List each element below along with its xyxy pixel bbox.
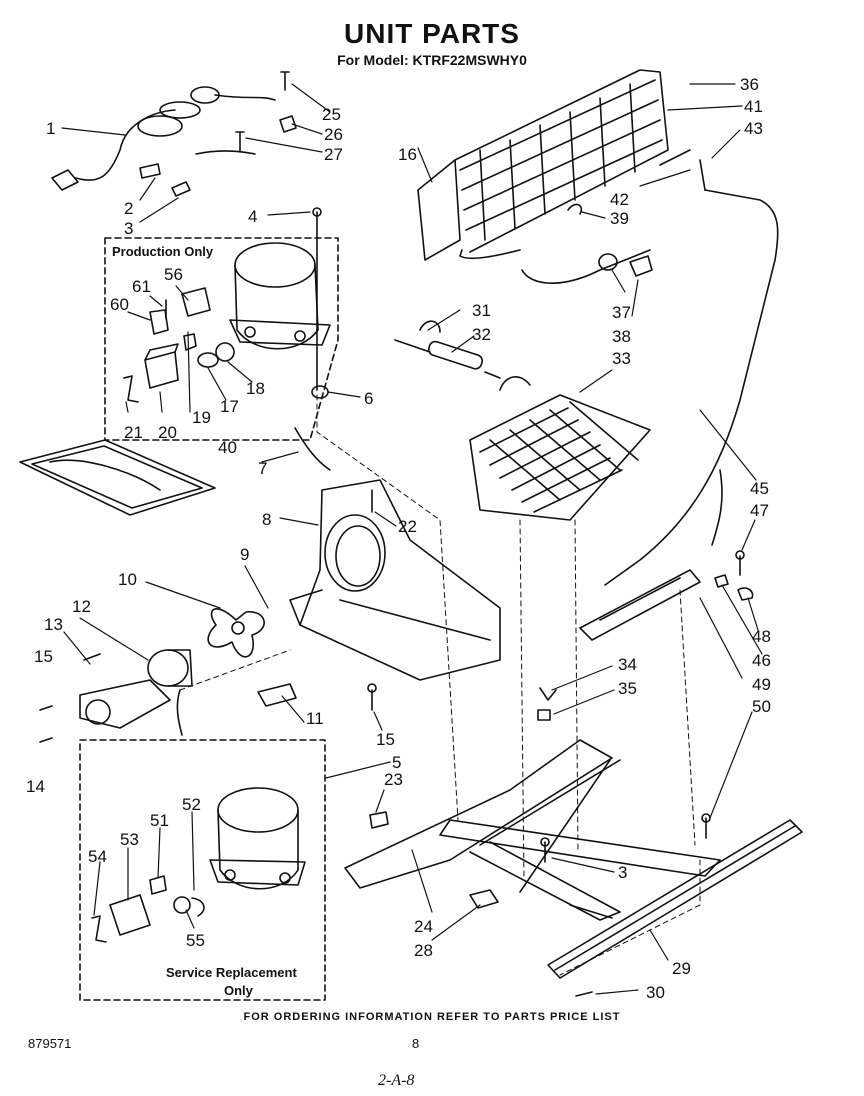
part-label: 31 — [472, 301, 491, 320]
alignment-lines — [179, 394, 701, 976]
part-label: 25 — [322, 105, 341, 124]
mount-screws — [39, 653, 377, 743]
refrigerant-tubing — [521, 149, 779, 586]
part-label: 30 — [646, 983, 665, 1002]
fan-motor — [79, 649, 193, 736]
part-label: 27 — [324, 145, 343, 164]
front-rail — [547, 819, 803, 979]
screw-and-grommet — [311, 207, 329, 399]
part-label: 8 — [262, 510, 271, 529]
part-label: 33 — [612, 349, 631, 368]
part-label: 48 — [752, 627, 771, 646]
page-title: UNIT PARTS — [344, 18, 520, 49]
part-label: 20 — [158, 423, 177, 442]
drain-pan — [19, 439, 216, 516]
part-label: 22 — [398, 517, 417, 536]
part-label: 45 — [750, 479, 769, 498]
service-replacement-box — [79, 739, 326, 1001]
power-cord-part — [51, 86, 276, 191]
service-replacement-label-2: Only — [224, 983, 254, 998]
evaporator-coil — [469, 376, 651, 521]
service-replacement-label-1: Service Replacement — [166, 965, 297, 980]
condenser-coil — [417, 69, 669, 261]
ordering-footer: FOR ORDERING INFORMATION REFER TO PARTS … — [243, 1011, 621, 1023]
part-label: 35 — [618, 679, 637, 698]
part-label: 38 — [612, 327, 631, 346]
part-label: 61 — [132, 277, 151, 296]
part-label: 16 — [398, 145, 417, 164]
part-label: 2 — [124, 199, 133, 218]
condenser-fan-blade — [207, 608, 265, 658]
part-label: 50 — [752, 697, 771, 716]
part-label: 15 — [376, 730, 395, 749]
part-label: 14 — [26, 777, 45, 796]
part-label: 29 — [672, 959, 691, 978]
part-label: 19 — [192, 408, 211, 427]
part-label: 55 — [186, 931, 205, 950]
part-label: 42 — [610, 190, 629, 209]
part-label: 4 — [248, 207, 257, 226]
part-label: 18 — [246, 379, 265, 398]
part-label: 53 — [120, 830, 139, 849]
part-label: 28 — [414, 941, 433, 960]
fan-shroud-bracket — [289, 479, 501, 681]
part-label: 46 — [752, 651, 771, 670]
part-label: 54 — [88, 847, 107, 866]
model-subtitle: For Model: KTRF22MSWHY0 — [337, 52, 527, 68]
part-label: 32 — [472, 325, 491, 344]
part-label: 34 — [618, 655, 637, 674]
part-label: 52 — [182, 795, 201, 814]
part-label: 17 — [220, 397, 239, 416]
part-label: 3 — [124, 219, 133, 238]
part-label: 40 — [218, 438, 237, 457]
service-relay-parts — [91, 875, 205, 943]
part-label: 6 — [364, 389, 373, 408]
evap-clips — [567, 203, 653, 277]
part-label: 23 — [384, 770, 403, 789]
part-label: 11 — [306, 709, 324, 728]
tube-part — [294, 427, 331, 471]
document-number: 879571 — [28, 1036, 72, 1051]
compressor-production — [229, 242, 331, 350]
part-label: 13 — [44, 615, 63, 634]
handwritten-note: 2-A-8 — [378, 1072, 415, 1089]
part-label: 41 — [744, 97, 763, 116]
production-only-box — [104, 237, 339, 441]
part-label: 43 — [744, 119, 763, 138]
part-label: 1 — [46, 119, 55, 138]
part-label: 5 — [392, 753, 401, 772]
part-label: 49 — [752, 675, 771, 694]
part-label: 10 — [118, 570, 137, 589]
part-label: 7 — [258, 459, 267, 478]
cord-clamp-parts — [139, 71, 297, 197]
part-label: 15 — [34, 647, 53, 666]
production-only-label: Production Only — [112, 244, 214, 259]
part-label: 60 — [110, 295, 129, 314]
part-label: 36 — [740, 75, 759, 94]
part-label: 9 — [240, 545, 249, 564]
clip-part — [257, 683, 297, 707]
part-label: 12 — [72, 597, 91, 616]
part-label: 3 — [618, 863, 627, 882]
part-label: 39 — [610, 209, 629, 228]
part-label: 47 — [750, 501, 769, 520]
mounting-rail — [579, 550, 754, 641]
leader-lines — [61, 83, 763, 995]
part-label: 37 — [612, 303, 631, 322]
part-label: 56 — [164, 265, 183, 284]
compressor-service — [209, 787, 306, 890]
part-label: 21 — [124, 423, 143, 442]
part-label: 24 — [414, 917, 433, 936]
relay-overload-parts — [123, 287, 235, 403]
part-label: 51 — [150, 811, 169, 830]
part-number-labels: 1 2 3 4 5 6 7 8 9 10 11 12 13 14 15 15 1… — [26, 75, 771, 1002]
page-number: 8 — [412, 1036, 420, 1051]
base-hardware — [369, 687, 711, 997]
part-label: 26 — [324, 125, 343, 144]
base-frame — [344, 739, 721, 921]
